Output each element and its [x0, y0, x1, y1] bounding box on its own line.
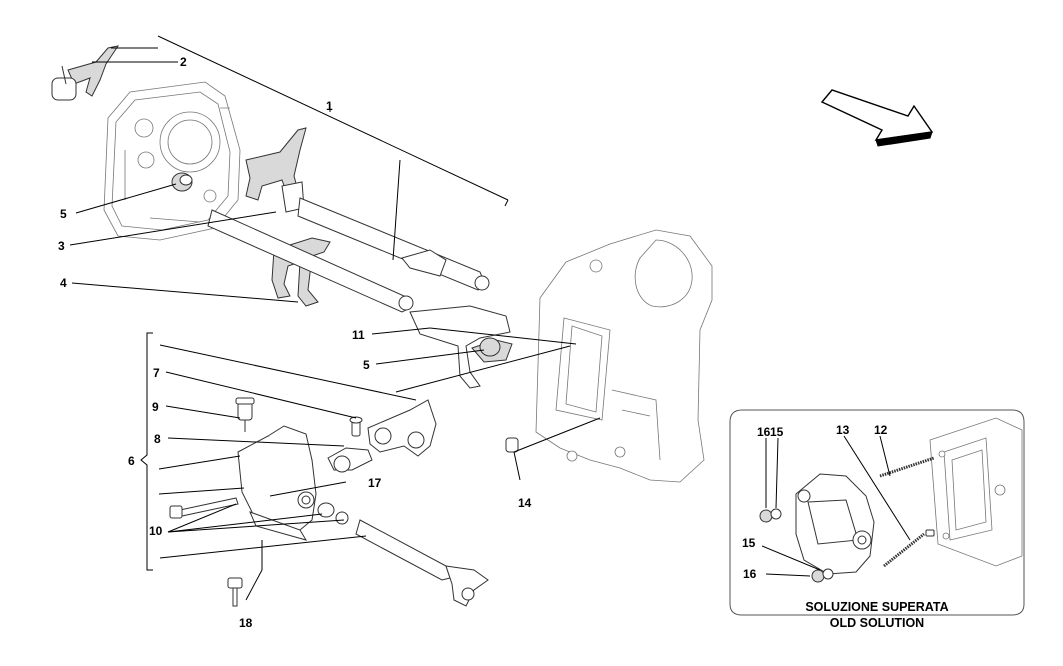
callout-17: 17 [368, 476, 382, 490]
switch-item-9 [235, 397, 255, 432]
shaft-rod-item-6 [355, 519, 489, 607]
control-housing-item-6 [237, 425, 317, 541]
inset-caption-line2: OLD SOLUTION [830, 616, 924, 630]
inset-frame [729, 409, 1025, 616]
callout-8: 8 [154, 432, 161, 446]
callout-1: 1 [326, 99, 333, 113]
bushing-item-5a [171, 172, 193, 192]
shift-rod-upper [297, 197, 490, 291]
leader-lines [69, 35, 601, 601]
callout-9: 9 [152, 400, 159, 414]
inset-stud-item-13 [883, 529, 935, 568]
callout-11: 11 [352, 328, 365, 342]
fork-item-2 [51, 45, 120, 101]
inset-callout-15a: 15 [770, 425, 784, 439]
inset-callout-16a: 16 [757, 425, 771, 439]
callout-10: 10 [149, 524, 163, 538]
inset-caption-line1: SOLUZIONE SUPERATA [805, 600, 948, 614]
inset-gearbox-housing [929, 417, 1023, 567]
gearbox-case-housing [535, 229, 713, 483]
seal-ring-item-17 [317, 502, 349, 525]
direction-arrow-icon [820, 89, 934, 147]
callout-5b: 5 [363, 358, 370, 372]
callout-4: 4 [60, 276, 67, 290]
inset-callout-16b: 16 [743, 567, 757, 581]
inset-nut-upper [759, 508, 782, 523]
pin-item-7 [349, 416, 363, 437]
lever-item-8 [327, 447, 373, 473]
selector-fork-upper [245, 127, 307, 213]
inset-callout-15b: 15 [742, 536, 756, 550]
selector-fork-lower [409, 305, 513, 389]
inset-callout-12: 12 [874, 423, 888, 437]
callout-2: 2 [180, 55, 187, 69]
inset-old-solution: 16 15 13 12 15 16 SOLUZIONE SUPERATA OLD… [729, 409, 1025, 630]
bushing-item-14 [505, 437, 519, 453]
inset-stud-item-12 [879, 456, 935, 478]
callout-7: 7 [153, 366, 160, 380]
callout-5a: 5 [60, 207, 67, 221]
callout-6: 6 [128, 454, 135, 468]
callout-3: 3 [58, 239, 65, 253]
callout-14: 14 [518, 496, 532, 510]
bolt-item-18 [227, 577, 243, 607]
bracket-item-6 [140, 332, 153, 571]
callout-18: 18 [239, 616, 253, 630]
gearbox-cover-housing [103, 81, 241, 241]
inset-control-housing [795, 473, 875, 575]
bolt-item-10 [169, 497, 239, 519]
inset-callout-13: 13 [836, 423, 850, 437]
inset-nut-lower [811, 568, 834, 583]
selector-finger [367, 399, 437, 457]
shift-rod-lower [207, 209, 414, 313]
